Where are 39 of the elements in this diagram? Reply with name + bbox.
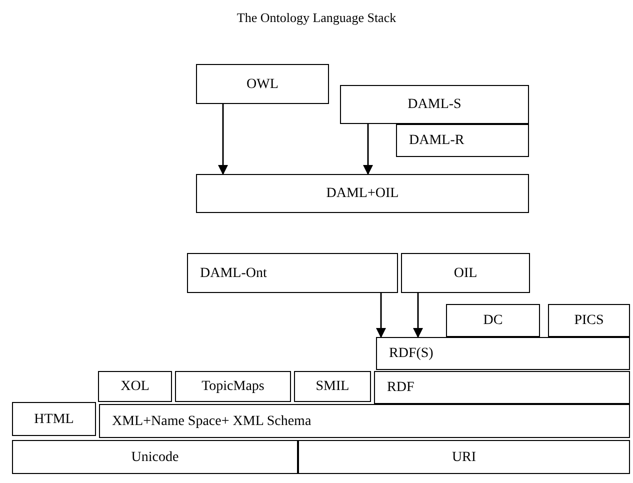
layer-box [12,440,298,474]
layer-label: XOL [120,378,150,396]
arrow [413,293,423,338]
layer-box [298,440,630,474]
diagram-title: The Ontology Language Stack [236,9,398,27]
arrow [363,124,373,175]
layer-box [294,371,371,402]
layer-label: Unicode [131,448,179,466]
layer-label: URI [452,448,476,466]
layer-label: RDF(S) [389,345,434,363]
layer-label: SMIL [316,378,350,396]
layer-label: DAML-R [409,132,464,150]
layer-box [396,124,529,157]
layer-box [187,253,398,293]
layer-box [340,85,529,124]
layer-box [99,404,630,438]
layer-box [196,64,329,104]
layer-box [446,304,540,337]
layer-box [98,371,172,402]
arrow [218,104,228,175]
layer-label: DAML-S [408,96,462,114]
layer-box [376,337,630,370]
layer-box [548,304,630,337]
arrow [376,293,386,338]
layer-label: DC [483,312,503,330]
layer-label: RDF [387,379,414,397]
layer-box [12,402,96,436]
layer-box [374,371,630,404]
layer-label: OWL [246,76,278,94]
layer-label: OIL [454,264,478,282]
layer-box [175,371,291,402]
layer-label: PICS [574,312,604,330]
layer-label: DAML+OIL [326,185,399,203]
layer-box [196,174,529,213]
layer-label: HTML [34,410,74,428]
layer-label: TopicMaps [202,378,264,396]
layer-box [401,253,530,293]
layer-label: XML+Name Space+ XML Schema [112,412,312,430]
layer-label: DAML-Ont [200,264,267,282]
